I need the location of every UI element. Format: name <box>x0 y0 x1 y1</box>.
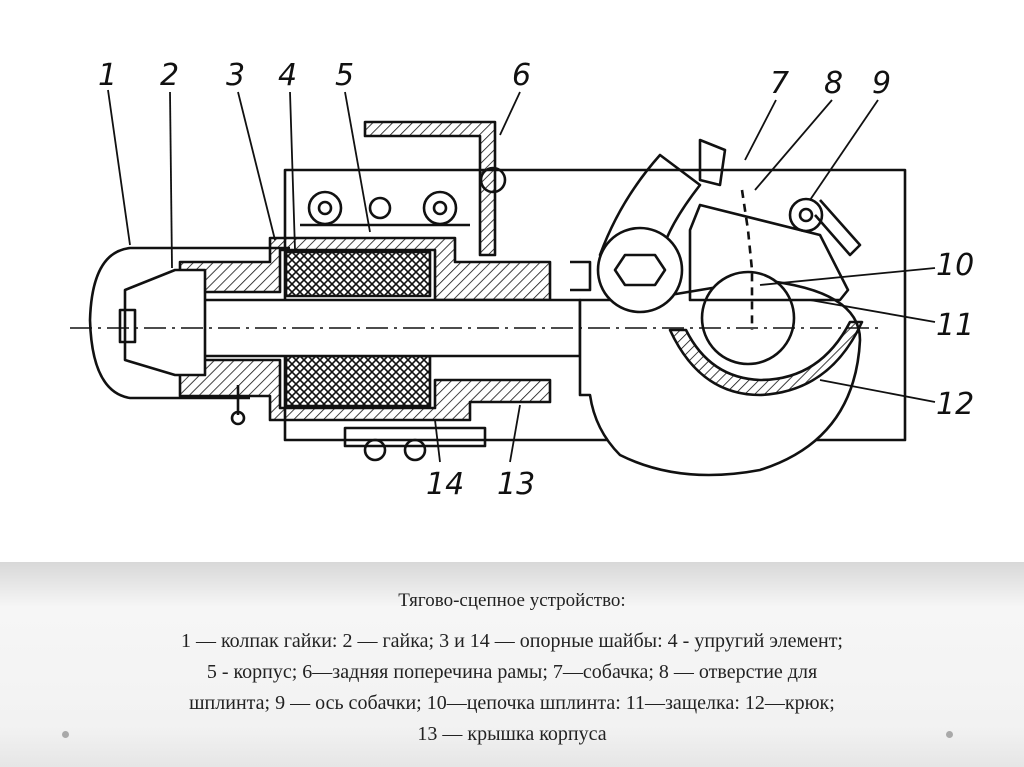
elastic-element-upper <box>284 250 432 298</box>
slide-dot-left <box>62 731 69 738</box>
nut-cap <box>88 246 290 400</box>
cotter-chain <box>740 189 754 330</box>
caption-legend: 1 — колпак гайки: 2 — гайка; 3 и 14 — оп… <box>40 626 984 750</box>
dog-axis <box>788 197 824 233</box>
latch <box>688 203 850 302</box>
callout-8: 8 <box>824 66 843 101</box>
caption-line: 1 — колпак гайки: 2 — гайка; 3 и 14 — оп… <box>180 630 843 652</box>
top-bolts <box>300 166 507 227</box>
callout-4: 4 <box>278 58 297 93</box>
slide-dot-right <box>946 731 953 738</box>
dog-pivot <box>596 226 684 314</box>
callout-7: 7 <box>770 66 789 101</box>
towing-hitch-diagram: 1 2 3 4 5 6 7 8 9 10 11 12 13 14 <box>70 58 974 502</box>
caption-line: 5 - корпус; 6—задняя поперечина рамы; 7—… <box>206 661 818 683</box>
callout-3: 3 <box>226 58 245 93</box>
callout-9: 9 <box>872 66 891 101</box>
callout-11: 11 <box>936 308 974 343</box>
callout-10: 10 <box>936 248 974 283</box>
callout-14: 14 <box>426 467 464 502</box>
housing-lower <box>178 358 552 422</box>
callout-2: 2 <box>160 58 179 93</box>
caption-line: 13 — крышка корпуса <box>417 723 607 745</box>
callout-labels: 1 2 3 4 5 6 7 8 9 10 11 12 13 14 <box>98 58 974 502</box>
leader-lines <box>107 89 936 463</box>
callout-5: 5 <box>335 58 354 93</box>
rear-frame-crossmember <box>363 120 497 257</box>
hook-eye <box>700 270 796 366</box>
nut <box>123 268 207 377</box>
caption-title: Тягово-сцепное устройство: <box>398 590 626 611</box>
callout-6: 6 <box>512 58 531 93</box>
caption-band <box>0 562 1024 767</box>
bottom-bolts <box>230 385 487 462</box>
callout-13: 13 <box>497 467 535 502</box>
callout-12: 12 <box>936 387 974 422</box>
hook-jaw <box>668 320 864 397</box>
caption-line: шплинта; 9 — ось собачки; 10—цепочка шпл… <box>189 692 835 714</box>
callout-1: 1 <box>98 58 117 93</box>
elastic-element-lower <box>284 354 432 408</box>
